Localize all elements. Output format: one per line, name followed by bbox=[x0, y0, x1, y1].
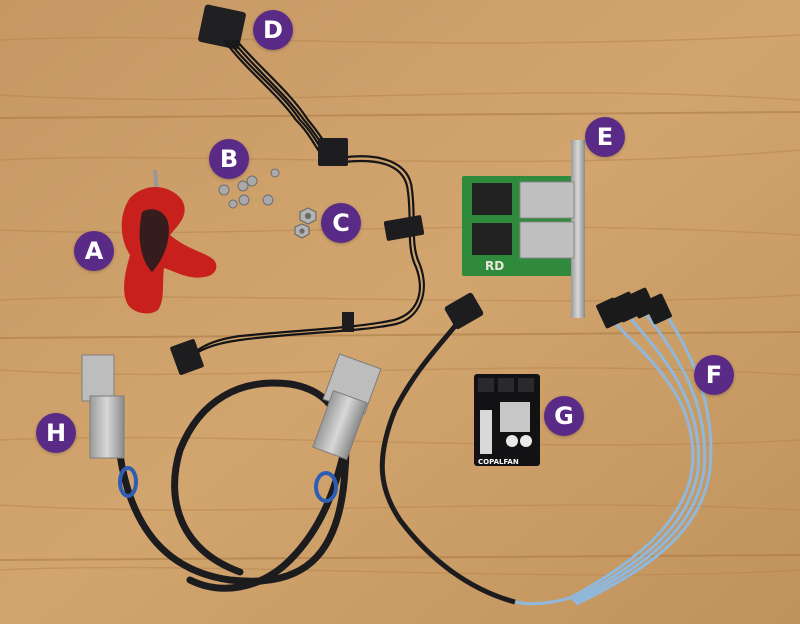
pcie-bracket-adapter: RD bbox=[462, 140, 585, 318]
fan-controller-brand-text: COPALFAN bbox=[478, 458, 519, 466]
label-a-badge: A bbox=[74, 231, 114, 271]
t-handle-hex-key bbox=[121, 169, 372, 314]
label-g-badge: G bbox=[544, 396, 584, 436]
label-b-badge: B bbox=[209, 139, 249, 179]
screws bbox=[218, 168, 280, 209]
pcb-logo-text: RD bbox=[485, 259, 504, 273]
label-h-badge: H bbox=[36, 413, 76, 453]
fan-controller: COPALFAN bbox=[474, 374, 540, 466]
label-e-badge: E bbox=[585, 117, 625, 157]
nuts bbox=[294, 207, 317, 239]
sata-breakout-cable bbox=[379, 287, 713, 606]
label-c-badge: C bbox=[321, 203, 361, 243]
external-sas-cable bbox=[81, 353, 382, 592]
plank-seams bbox=[0, 111, 800, 561]
label-f-badge: F bbox=[694, 355, 734, 395]
molex-to-sata-power-cable bbox=[170, 4, 425, 375]
label-d-badge: D bbox=[253, 10, 293, 50]
